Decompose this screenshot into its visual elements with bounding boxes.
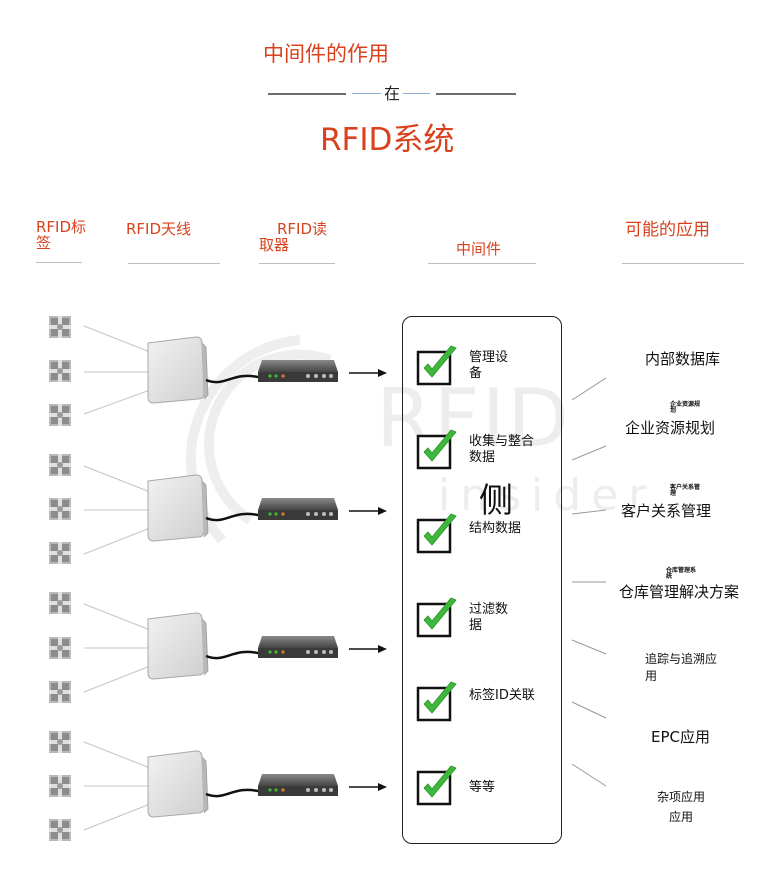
watermark-rfid: RFID — [376, 372, 571, 465]
check-icon — [416, 512, 458, 554]
middleware-task-filter-data: 过滤数 据 — [469, 602, 508, 635]
task-label-line2: 数据 — [469, 450, 496, 466]
column-header-antenna: RFID天线 — [126, 220, 192, 238]
middleware-task-tag-id-association: 标签ID关联 — [469, 688, 535, 703]
title-connector: 在 — [381, 80, 404, 104]
small-caption-line1: 企业资源规 — [670, 401, 701, 408]
task-label-line1: 过滤数 — [469, 602, 509, 617]
app-label-line2: 应用 — [669, 809, 694, 824]
app-label-line1: 追踪与追溯应 — [645, 652, 718, 666]
hardware-group-1 — [49, 316, 387, 426]
column-underline-middleware — [428, 263, 536, 264]
column-header-reader-line2: 取器 — [259, 235, 290, 254]
title-rule-right — [436, 93, 516, 95]
small-caption-line1: 仓库管理系 — [666, 567, 697, 574]
middleware-task-collect-integrate: 收集与整合 数据 — [469, 434, 534, 467]
task-label-line1: 管理设 — [469, 350, 509, 365]
middleware-task-manage-devices: 管理设 备 — [469, 350, 508, 383]
application-warehouse-management: 仓库管理解决方案 — [619, 583, 740, 601]
check-icon — [416, 764, 458, 806]
check-icon — [416, 596, 458, 638]
application-wms-small-caption: 仓库管理系 统 — [666, 568, 696, 580]
hardware-group-4 — [49, 731, 387, 841]
small-caption-line2: 统 — [666, 573, 673, 580]
column-underline-tags — [36, 262, 82, 263]
small-caption-line1: 客户关系管 — [670, 484, 701, 491]
overlay-glyph: 侧 — [479, 481, 513, 521]
check-icon — [416, 428, 458, 470]
task-label-line2: 据 — [469, 618, 483, 634]
watermark-insider: insider — [438, 470, 657, 521]
title-rule-left — [268, 93, 346, 95]
middleware-task-structure-data: 结构数据 — [469, 521, 522, 536]
column-underline-reader — [259, 263, 335, 264]
column-underline-applications — [622, 263, 744, 264]
column-underline-antenna — [128, 263, 220, 264]
application-misc: 杂项应用 应用 — [657, 789, 705, 826]
middleware-panel — [402, 316, 562, 844]
check-icon — [416, 344, 458, 386]
hardware-group-3 — [49, 592, 387, 703]
column-header-reader-line1: RFID读 — [277, 220, 328, 238]
column-header-tags-line1: RFID标 — [36, 218, 87, 236]
check-icon — [416, 680, 458, 722]
application-crm-small-caption: 客户关系管 理 — [670, 485, 700, 497]
application-epc: EPC应用 — [651, 728, 710, 746]
hardware-group-2 — [49, 454, 387, 564]
app-label-line2: 用 — [645, 668, 658, 683]
column-header-reader: RFID读 取器 — [259, 220, 328, 254]
application-crm: 客户关系管理 — [621, 502, 712, 520]
column-header-applications: 可能的应用 — [625, 220, 710, 240]
application-connectors — [571, 377, 607, 787]
column-header-tags-line2: 签 — [36, 233, 52, 252]
small-caption-line2: 理 — [670, 490, 677, 497]
task-label-line1: 收集与整合 — [469, 434, 535, 449]
application-internal-database: 内部数据库 — [645, 350, 721, 368]
application-track-trace: 追踪与追溯应 用 — [645, 651, 717, 685]
task-label-line2: 备 — [469, 366, 483, 382]
diagram-subtitle: RFID系统 — [320, 122, 455, 158]
app-label-line1: 杂项应用 — [657, 790, 706, 804]
column-header-tags: RFID标 签 — [36, 218, 87, 252]
application-erp-small-caption: 企业资源规 划 — [670, 402, 700, 414]
column-header-middleware: 中间件 — [456, 240, 502, 258]
middleware-task-etc: 等等 — [469, 780, 496, 795]
small-caption-line2: 划 — [670, 407, 677, 414]
application-erp: 企业资源规划 — [625, 419, 716, 437]
diagram-title: 中间件的作用 — [263, 42, 389, 66]
